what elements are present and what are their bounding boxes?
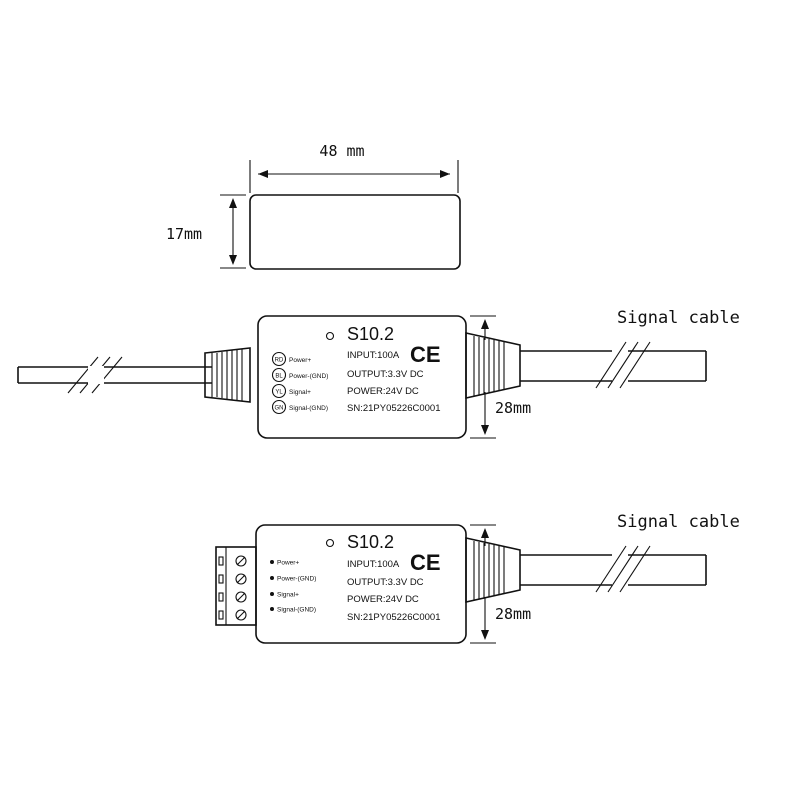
screw-icon — [235, 573, 247, 585]
right-strain-relief-ribs — [473, 541, 505, 600]
output-spec: OUTPUT:3.3V DC — [347, 369, 424, 380]
input-spec: INPUT:100A — [347, 559, 400, 570]
device-1-group: S10.2 CE INPUT:100A OUTPUT:3.3V DC POWER… — [17, 308, 740, 439]
arrow-up-icon — [229, 198, 237, 208]
ce-mark: CE — [410, 550, 441, 575]
wire-code-yl: YL — [275, 390, 283, 396]
arrow-up-icon — [481, 319, 489, 329]
right-strain-relief-ribs — [473, 336, 505, 396]
right-cable-break-b — [607, 341, 639, 389]
wire-label-bl: Power-(GND) — [289, 373, 328, 380]
bullet-icon — [270, 576, 274, 580]
wire-label-yl: Signal+ — [289, 389, 311, 396]
wire-code-gn: GN — [275, 406, 284, 412]
depth-label: 28mm — [495, 605, 531, 623]
arrow-right-icon — [440, 170, 450, 178]
arrow-down-icon — [481, 630, 489, 640]
right-cable-break-a — [595, 545, 627, 593]
wire-code-rd: RD — [275, 358, 284, 364]
terminal-label-power-gnd: Power-(GND) — [277, 576, 316, 583]
width-label: 48 mm — [319, 142, 364, 160]
device-2-group: S10.2 CE INPUT:100A OUTPUT:3.3V DC POWER… — [215, 512, 740, 644]
model-label: S10.2 — [347, 324, 394, 344]
terminal-legend: Power+ Power-(GND) Signal+ Signal-(GND) — [270, 560, 316, 614]
wire-legend: RD Power+ BL Power-(GND) YL Signal+ GN S… — [271, 351, 328, 415]
depth-label: 28mm — [495, 399, 531, 417]
left-cable-break-c — [91, 356, 123, 394]
terminal-label-signal-plus: Signal+ — [277, 592, 299, 599]
power-spec: POWER:24V DC — [347, 386, 419, 397]
input-spec: INPUT:100A — [347, 350, 400, 361]
wire-code-bl: BL — [275, 374, 283, 380]
model-label: S10.2 — [347, 532, 394, 552]
wire-label-rd: Power+ — [289, 357, 311, 364]
left-strain-relief — [204, 347, 251, 403]
screw-icon — [235, 555, 247, 567]
bullet-icon — [270, 592, 274, 596]
ce-mark: CE — [410, 342, 441, 367]
output-spec: OUTPUT:3.3V DC — [347, 577, 424, 588]
wire-badge-gn — [271, 399, 287, 415]
power-spec: POWER:24V DC — [347, 594, 419, 605]
left-cable-break-a — [67, 356, 99, 394]
top-view-group: 48 mm 17mm — [166, 142, 461, 270]
left-cable-gap — [88, 366, 104, 384]
terminal-screws — [218, 555, 247, 621]
bullet-icon — [270, 607, 274, 611]
wire-badge-bl — [271, 367, 287, 383]
arrow-up-icon — [481, 528, 489, 538]
screw-icon — [235, 591, 247, 603]
status-led — [325, 538, 335, 548]
screw-icon — [235, 609, 247, 621]
left-strain-relief-ribs — [211, 349, 243, 401]
right-cable-break-b — [607, 545, 639, 593]
right-strain-relief — [465, 332, 521, 399]
status-led — [325, 331, 335, 341]
arrow-left-icon — [258, 170, 268, 178]
serial-number: SN:21PY05226C0001 — [347, 612, 441, 623]
wire-badge-rd — [271, 351, 287, 367]
bullet-icon — [270, 560, 274, 564]
arrow-down-icon — [481, 425, 489, 435]
terminal-label-power-plus: Power+ — [277, 560, 299, 567]
right-cable-break-c — [619, 545, 651, 593]
serial-number: SN:21PY05226C0001 — [347, 403, 441, 414]
right-cable-break-a — [595, 341, 627, 389]
height-label: 17mm — [166, 225, 202, 243]
arrow-down-icon — [229, 255, 237, 265]
terminal-label-signal-gnd: Signal-(GND) — [277, 607, 316, 614]
wire-label-gn: Signal-(GND) — [289, 405, 328, 412]
right-strain-relief — [465, 537, 521, 603]
wire-badge-yl — [271, 383, 287, 399]
module-top-outline — [249, 194, 461, 270]
signal-cable-label: Signal cable — [617, 308, 740, 328]
signal-cable-label: Signal cable — [617, 512, 740, 532]
right-cable-break-c — [619, 341, 651, 389]
